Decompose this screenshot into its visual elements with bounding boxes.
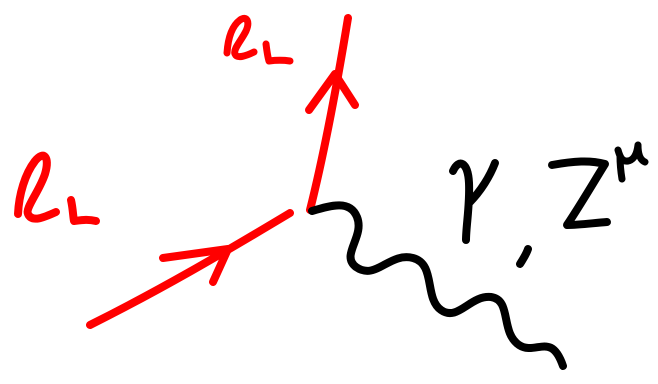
outgoing-lepton-arrow-icon <box>305 70 359 114</box>
incoming-lepton-label <box>14 151 100 225</box>
incoming-lepton-line <box>86 209 294 329</box>
incoming-lepton-arrow-icon <box>159 245 232 286</box>
boson-wavy-line <box>308 201 567 370</box>
boson-label <box>449 141 649 268</box>
outgoing-lepton-line <box>306 14 352 214</box>
outgoing-lepton-label <box>223 14 294 65</box>
